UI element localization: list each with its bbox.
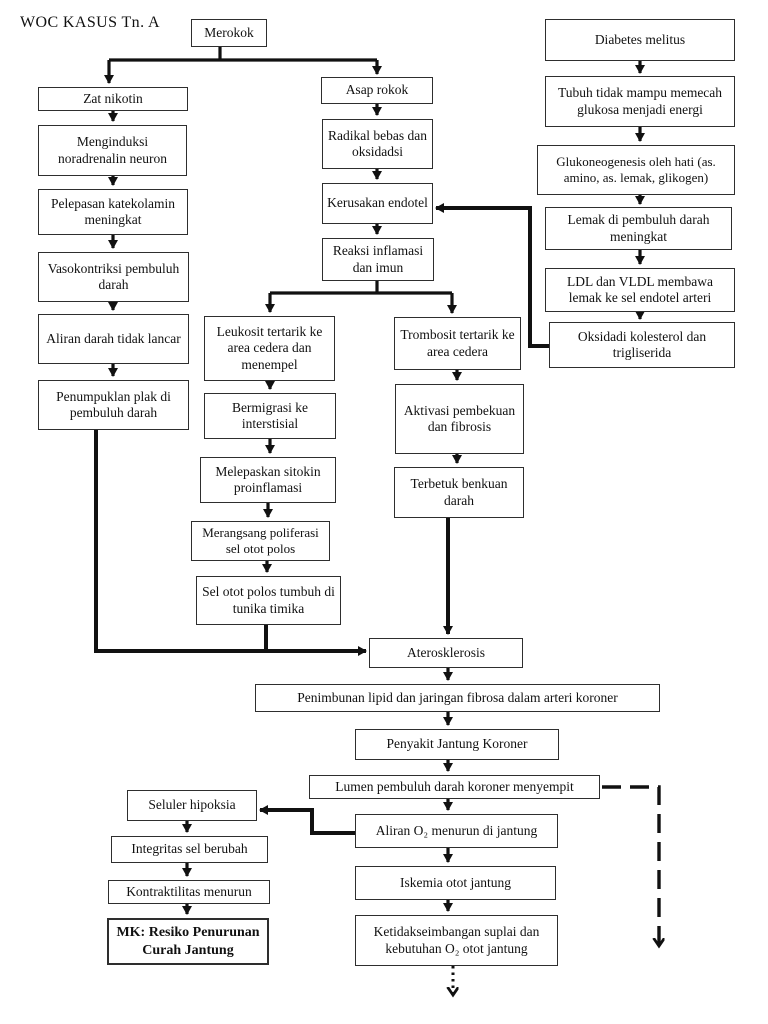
node-terbetuk-benkuan: Terbetuk benkuan darah (394, 467, 524, 518)
node-aktivasi-pembekuan: Aktivasi pembekuan dan fibrosis (395, 384, 524, 454)
node-ketidakseimbangan-suplai: Ketidakseimbangan suplai dan kebutuhan O… (355, 915, 558, 966)
page-title: WOC KASUS Tn. A (20, 14, 160, 31)
node-menginduksi-noradrenalin: Menginduksi noradrenalin neuron (38, 125, 187, 176)
node-seluler-hipoksia: Seluler hipoksia (127, 790, 257, 821)
node-diabetes-melitus: Diabetes melitus (545, 19, 735, 61)
node-radikal-bebas: Radikal bebas dan oksidadsi (322, 119, 433, 169)
node-integritas-sel: Integritas sel berubah (111, 836, 268, 863)
node-kerusakan-endotel: Kerusakan endotel (322, 183, 433, 224)
node-sel-otot-polos: Sel otot polos tumbuh di tunika timika (196, 576, 341, 625)
node-ldl-vldl: LDL dan VLDL membawa lemak ke sel endote… (545, 268, 735, 312)
node-asap-rokok: Asap rokok (321, 77, 433, 104)
node-melepaskan-sitokin: Melepaskan sitokin proinflamasi (200, 457, 336, 503)
node-pelepasan-katekolamin: Pelepasan katekolamin meningkat (38, 189, 188, 235)
node-aterosklerosis: Aterosklerosis (369, 638, 523, 668)
elbow-arrows (94, 203, 549, 835)
node-penyakit-jantung-koroner: Penyakit Jantung Koroner (355, 729, 559, 760)
node-merangsang-poliferasi: Merangsang poliferasi sel otot polos (191, 521, 330, 561)
node-mk-resiko-penurunan-curah-jantung: MK: Resiko Penurunan Curah Jantung (107, 918, 269, 965)
node-trombosit-tertarik: Trombosit tertarik ke area cedera (394, 317, 521, 370)
node-zat-nikotin: Zat nikotin (38, 87, 188, 111)
node-tubuh-glukosa: Tubuh tidak mampu memecah glukosa menjad… (545, 76, 735, 127)
node-kontraktilitas-menurun: Kontraktilitas menurun (108, 880, 270, 904)
node-aliran-o2-menurun: Aliran O₂ menurun di jantung (355, 814, 558, 848)
node-penumpuklan-plak: Penumpuklan plak di pembuluh darah (38, 380, 189, 430)
node-lumen-menyempit: Lumen pembuluh darah koroner menyempit (309, 775, 600, 799)
node-leukosit-tertarik: Leukosit tertarik ke area cedera dan men… (204, 316, 335, 381)
node-lemak-pembuluh: Lemak di pembuluh darah meningkat (545, 207, 732, 250)
solid-arrows (104, 47, 645, 915)
node-iskemia-otot-jantung: Iskemia otot jantung (355, 866, 556, 900)
node-oksidadi-kolesterol: Oksidadi kolesterol dan trigliserida (549, 322, 735, 368)
node-aliran-darah: Aliran darah tidak lancar (38, 314, 189, 364)
dashed-connector (602, 785, 659, 945)
node-merokok: Merokok (191, 19, 267, 47)
node-vasokontriksi: Vasokontriksi pembuluh darah (38, 252, 189, 302)
node-penimbunan-lipid: Penimbunan lipid dan jaringan fibrosa da… (255, 684, 660, 712)
node-bermigrasi: Bermigrasi ke interstisial (204, 393, 336, 439)
node-glukoneogenesis: Glukoneogenesis oleh hati (as. amino, as… (537, 145, 735, 195)
node-reaksi-inflamasi: Reaksi inflamasi dan imun (322, 238, 434, 281)
